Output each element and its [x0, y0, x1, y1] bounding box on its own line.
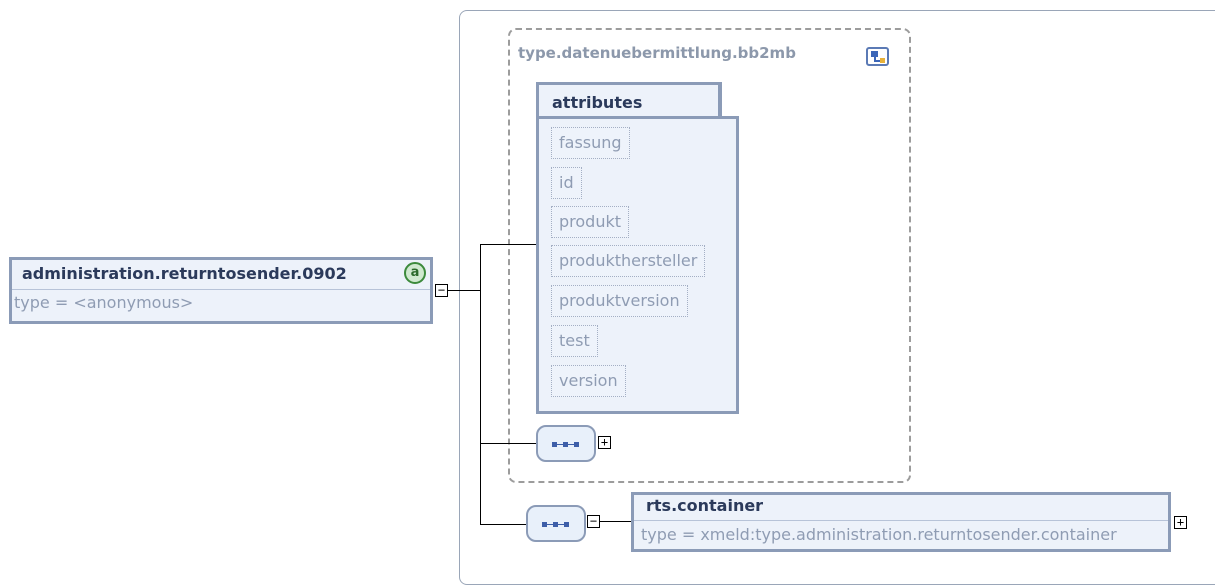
attribute-version[interactable]: version [551, 365, 626, 397]
sequence-collapse-toggle[interactable]: − [587, 515, 600, 528]
attributes-header [536, 82, 721, 119]
attribute-produkt[interactable]: produkt [551, 206, 630, 238]
attributes-header-notch [719, 82, 739, 119]
complex-type-icon[interactable] [866, 47, 889, 66]
attribute-test[interactable]: test [551, 325, 598, 357]
attributes-title: attributes [552, 93, 643, 112]
attribute-badge-icon: a [404, 262, 426, 284]
connector-line [480, 443, 537, 444]
attribute-produktversion[interactable]: produktversion [551, 285, 688, 317]
complex-type-name: type.datenuebermittlung.bb2mb [518, 44, 796, 62]
attribute-id[interactable]: id [551, 167, 582, 199]
child-element-type: type = xmeld:type.administration.returnt… [641, 525, 1117, 544]
connector-trunk [480, 244, 481, 524]
attribute-fassung[interactable]: fassung [551, 127, 630, 159]
root-element[interactable] [9, 257, 433, 324]
attribute-produkthersteller[interactable]: produkthersteller [551, 245, 706, 277]
root-element-name: administration.returntosender.0902 [22, 264, 347, 283]
root-element-divider [12, 289, 430, 290]
sequence-expand-toggle[interactable]: + [598, 436, 611, 449]
connector-line [480, 524, 526, 525]
child-element-rts-container[interactable] [631, 492, 1171, 552]
child-expand-toggle[interactable]: + [1174, 516, 1187, 529]
sequence-compositor-icon[interactable] [536, 425, 596, 462]
root-collapse-toggle[interactable]: − [435, 284, 448, 297]
connector-line [448, 290, 480, 291]
sequence-compositor-icon[interactable] [526, 505, 586, 542]
connector-line [600, 521, 631, 522]
child-element-name: rts.container [646, 496, 764, 515]
root-element-type: type = <anonymous> [14, 293, 194, 312]
child-element-divider [634, 520, 1168, 521]
connector-line [480, 244, 536, 245]
complex-type-group [508, 28, 911, 483]
